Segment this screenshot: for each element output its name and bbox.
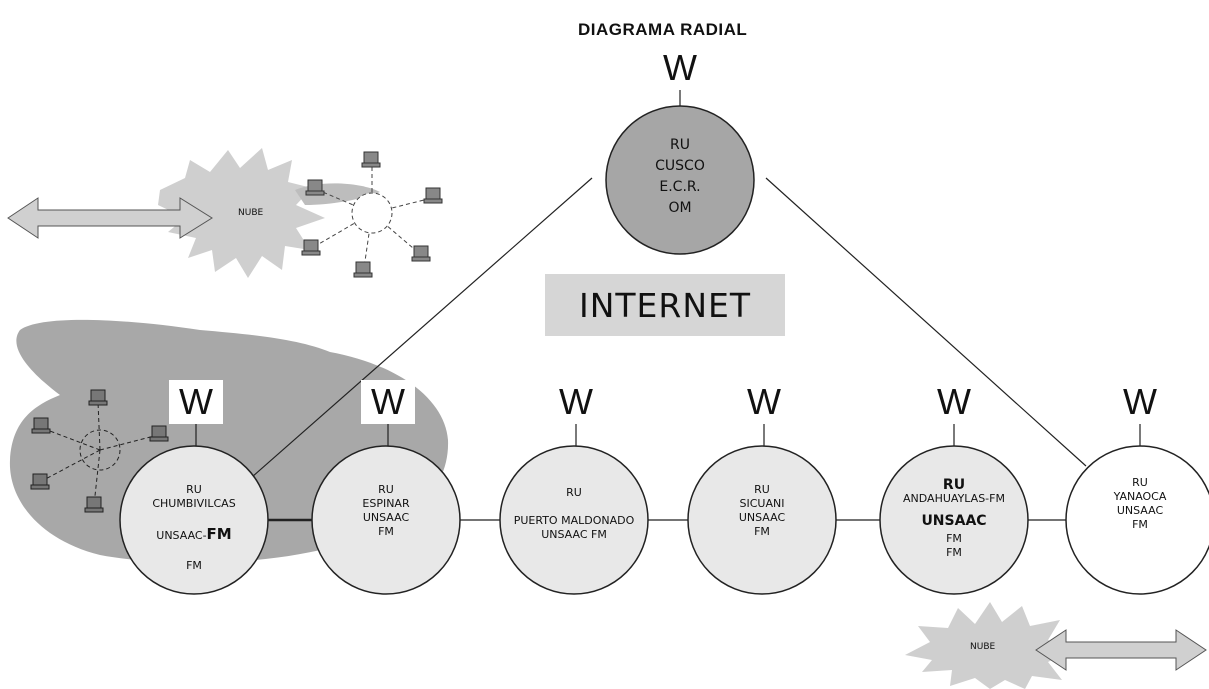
- node-espinar[interactable]: [311, 445, 461, 595]
- antenna-w-espinar: W: [361, 380, 415, 424]
- double-arrow-left: [7, 197, 213, 239]
- internet-label: INTERNET: [545, 274, 785, 336]
- antenna-w-yanaoca: W: [1113, 380, 1167, 424]
- node-text-puerto: RU PUERTO MALDONADO UNSAAC FM: [513, 486, 635, 541]
- node-text-andahuaylas: RU ANDAHUAYLAS-FM UNSAAC FM FM: [903, 477, 1005, 559]
- node-chumbivilcas[interactable]: [119, 445, 269, 595]
- antenna-w-andahuaylas: W: [927, 380, 981, 424]
- diagram-title: DIAGRAMA RADIAL: [578, 20, 748, 39]
- node-puerto-maldonado[interactable]: [499, 445, 649, 595]
- double-arrow-right: [1035, 629, 1207, 671]
- node-sicuani[interactable]: [687, 445, 837, 595]
- node-andahuaylas[interactable]: [879, 445, 1029, 595]
- computer-icons-top: [301, 151, 443, 278]
- antenna-w-chumbivilcas: W: [169, 380, 223, 424]
- antenna-w-cusco: W: [653, 46, 707, 90]
- node-text-chumbivilcas: RU CHUMBIVILCAS UNSAAC-FM FM: [152, 483, 236, 572]
- cloud-top-left: [158, 148, 325, 278]
- node-cusco[interactable]: [605, 105, 755, 255]
- antenna-w-puerto: W: [549, 380, 603, 424]
- cloud-bottom-right: [905, 602, 1072, 689]
- computer-icons-left: [30, 389, 169, 513]
- hub-circle-top: [351, 192, 393, 234]
- node-yanaoca[interactable]: [1065, 445, 1209, 595]
- hub-circle-left: [79, 429, 121, 471]
- antenna-w-sicuani: W: [737, 380, 791, 424]
- star-network-left: [39, 401, 159, 506]
- cloud-label-top: NUBE: [238, 208, 264, 218]
- cloud-label-bottom: NUBE: [970, 642, 996, 652]
- connections: [195, 90, 1141, 522]
